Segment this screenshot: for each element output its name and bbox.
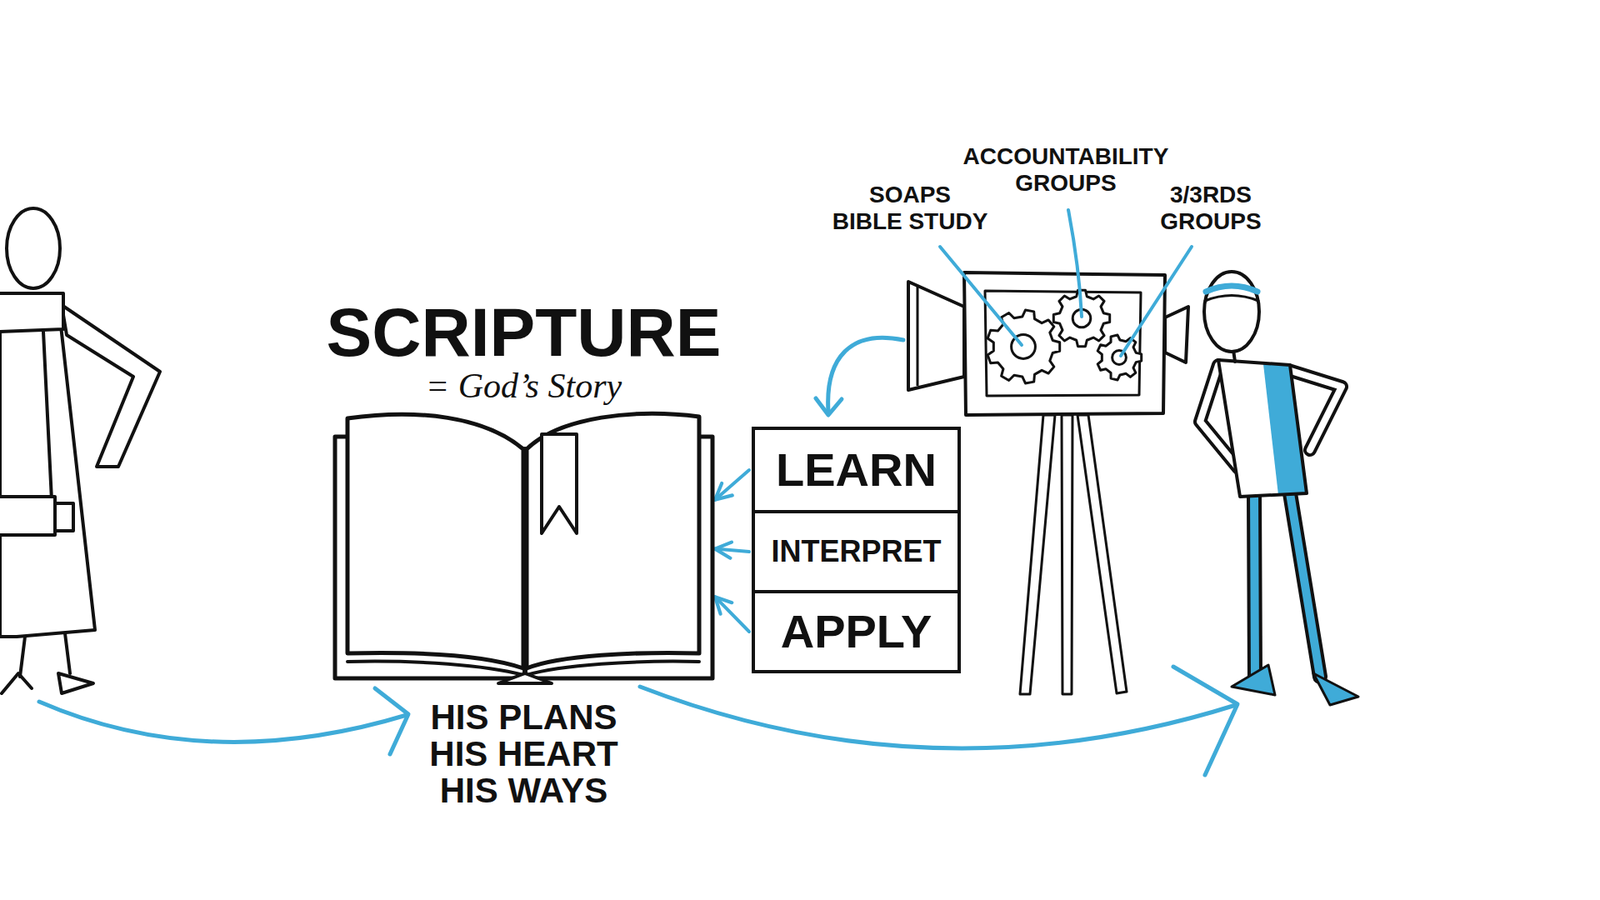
callout-label: SOAPS BIBLE STUDY (831, 181, 990, 235)
heading-text: SCRIPTURE (326, 298, 722, 367)
gear-part (1097, 335, 1142, 380)
gear (1097, 335, 1142, 380)
camera-part (1165, 306, 1189, 363)
book-line (526, 661, 700, 675)
flow-arrow-part (640, 686, 1236, 749)
modern-figure (1200, 271, 1359, 705)
box-label: INTERPRET (770, 536, 941, 567)
modern-figure-part (1290, 493, 1320, 677)
modern-figure-part (1218, 360, 1307, 497)
callout-label: ACCOUNTABILITY GROUPS (962, 143, 1170, 197)
modern-figure-part (1254, 493, 1255, 682)
flow-arrow (715, 549, 750, 552)
camera-part (916, 285, 920, 386)
process-box: APPLY (751, 590, 961, 674)
ancient-figure-part (58, 673, 94, 694)
modern-figure-part (1231, 665, 1275, 695)
modern-figure-part (1204, 271, 1260, 352)
ancient-figure-part (1, 673, 32, 694)
book-line (541, 434, 577, 534)
callout-label: 3/3RDS GROUPS (1160, 181, 1263, 235)
ancient-figure-part (65, 633, 70, 674)
box-label: LEARN (775, 446, 937, 494)
box-label: APPLY (780, 608, 933, 655)
flow-arrow (715, 596, 750, 632)
ancient-figure-part (0, 293, 64, 332)
scripture-book: SCRIPTURE= God’s StoryHIS PLANS HIS HEAR… (335, 408, 713, 681)
gear-part (987, 310, 1060, 384)
flow-arrow-part (815, 398, 842, 415)
process-box: LEARN (751, 426, 961, 514)
ancient-figure-part (61, 305, 160, 467)
gear (987, 310, 1060, 384)
leader-line-part (1068, 210, 1082, 317)
ancient-figure-part (0, 496, 55, 535)
camera-part (1077, 415, 1127, 694)
modern-figure-part (1313, 673, 1359, 705)
ancient-figure (0, 208, 160, 694)
modern-figure-part (1290, 493, 1320, 677)
modern-figure-part (1263, 364, 1307, 495)
ancient-figure-part (20, 636, 25, 677)
subheading-text: = God’s Story (326, 366, 722, 405)
flow-arrow (715, 470, 750, 500)
connector-group (715, 470, 750, 632)
leader-line-part (1120, 246, 1192, 356)
ancient-figure-part (0, 303, 95, 637)
flow-arrow-part (1173, 666, 1238, 775)
flow-arrow-part (39, 701, 407, 742)
camera-part (1020, 415, 1055, 695)
book-drawing (335, 408, 713, 692)
leader-line-part (940, 246, 1022, 345)
caption-text: HIS PLANS HIS HEART HIS WAYS (428, 699, 620, 810)
gear (987, 290, 1142, 384)
modern-figure-part (1254, 493, 1255, 682)
heading-group: SCRIPTURE= God’s Story (326, 298, 722, 405)
flow-arrow-part (375, 688, 409, 755)
ancient-figure-part (55, 503, 74, 531)
book-line (498, 673, 552, 684)
camera-part (985, 290, 1141, 396)
book-line (526, 413, 700, 669)
book-line (347, 661, 524, 675)
camera-part (1061, 415, 1073, 695)
caption-group: HIS PLANS HIS HEART HIS WAYS (428, 699, 620, 810)
camera-part (908, 281, 965, 390)
modern-figure-part (1218, 360, 1307, 497)
book-line (522, 449, 528, 675)
modern-figure-part (1205, 285, 1258, 292)
book-line (347, 414, 524, 669)
camera-part (964, 272, 1165, 415)
ancient-figure-part (43, 331, 52, 500)
ancient-figure-part (6, 208, 60, 289)
process-box: INTERPRET (751, 510, 961, 594)
modern-figure-part (1205, 295, 1259, 302)
